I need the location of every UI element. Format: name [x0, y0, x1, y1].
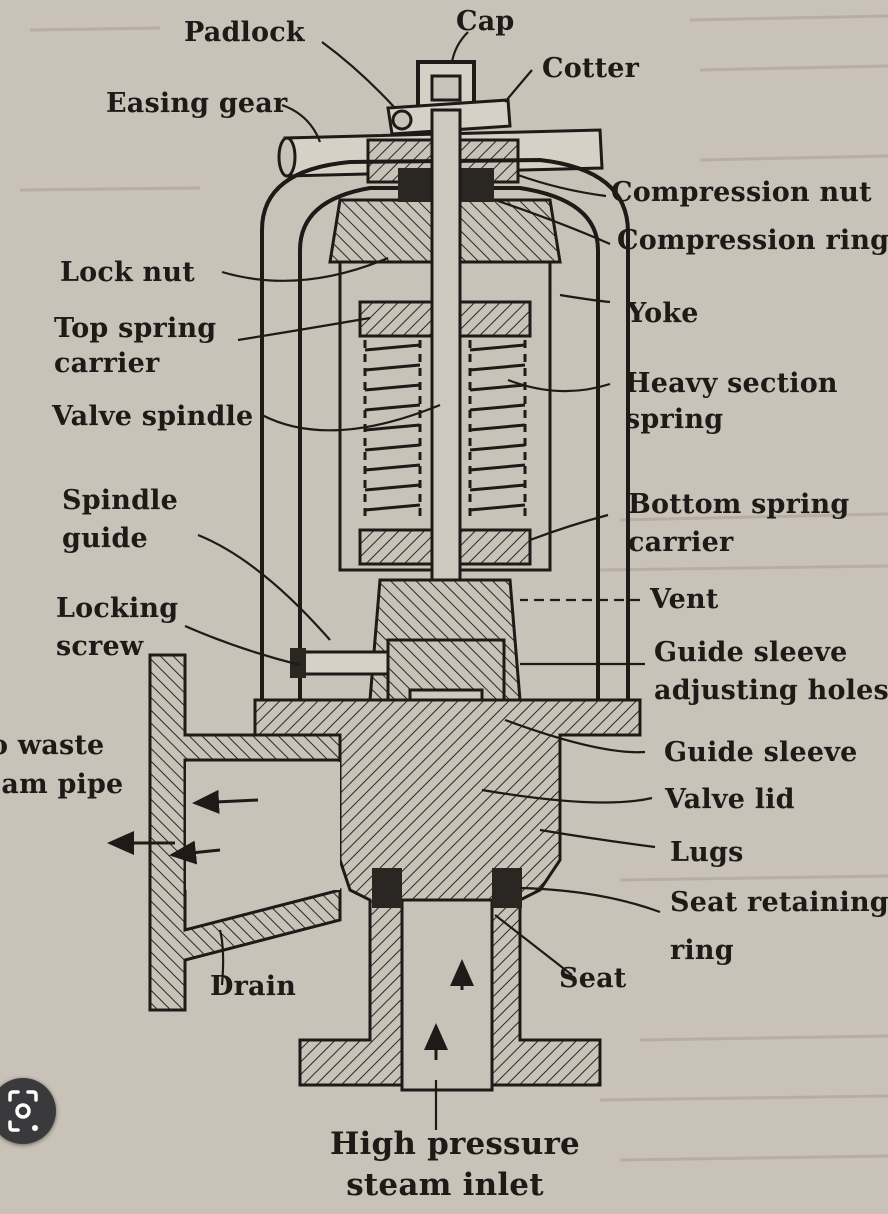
flow-arrows — [107, 789, 474, 1060]
label-compression-rings: Compression rings — [617, 225, 888, 256]
locking-screw — [290, 650, 390, 676]
label-guide-sleeve: Guide sleeve — [664, 737, 858, 768]
label-waste-pipe-2: eam pipe — [0, 769, 124, 800]
cap-slot — [430, 74, 462, 102]
lens-icon — [8, 1090, 38, 1132]
label-waste-pipe-1: o waste — [0, 730, 105, 761]
label-inlet-1: High pressure — [330, 1126, 580, 1162]
background-text-texture — [19, 14, 888, 1162]
label-yoke: Yoke — [627, 298, 699, 329]
label-padlock: Padlock — [184, 17, 305, 48]
label-locking-screw-1: Locking — [56, 593, 179, 624]
padlock-ring — [391, 109, 413, 131]
label-guide-sleeve-adjusting-2: adjusting holes — [654, 675, 888, 706]
label-vent: Vent — [650, 584, 719, 615]
heavy-section-spring — [363, 340, 527, 520]
label-top-spring-carrier-1: Top spring — [54, 313, 217, 344]
label-drain: Drain — [210, 971, 297, 1002]
inlet-bore — [400, 898, 494, 1092]
leader-lines — [184, 31, 661, 1130]
seat-retaining-ring-left — [372, 868, 402, 908]
lens-button[interactable] — [0, 1078, 56, 1144]
label-seat-retaining-1: Seat retaining — [670, 887, 888, 918]
label-inlet-2: steam inlet — [346, 1167, 544, 1203]
seat-retaining-ring-right — [492, 868, 522, 908]
label-bottom-spring-carrier-1: Bottom spring — [628, 489, 850, 520]
label-lock-nut: Lock nut — [60, 257, 195, 288]
outlet-branch — [148, 653, 342, 1012]
label-locking-screw-2: screw — [56, 631, 144, 662]
label-spindle-guide-1: Spindle — [62, 485, 178, 516]
label-compression-nut: Compression nut — [611, 177, 872, 208]
easing-gear-end — [277, 136, 297, 178]
label-top-spring-carrier-2: carrier — [54, 348, 160, 379]
label-heavy-section-spring-1: Heavy section — [625, 368, 838, 399]
label-seat: Seat — [559, 963, 627, 994]
valve-spindle — [430, 108, 462, 672]
label-valve-spindle: Valve spindle — [52, 401, 254, 432]
label-spindle-guide-2: guide — [62, 523, 148, 554]
label-heavy-section-spring-2: spring — [625, 404, 724, 435]
label-lugs: Lugs — [670, 837, 744, 868]
label-seat-retaining-2: ring — [670, 935, 734, 966]
label-valve-lid: Valve lid — [665, 784, 795, 815]
label-easing-gear: Easing gear — [106, 88, 288, 119]
label-bottom-spring-carrier-2: carrier — [628, 527, 734, 558]
label-cotter: Cotter — [542, 53, 640, 84]
outlet-passage — [186, 762, 340, 890]
label-guide-sleeve-adjusting-1: Guide sleeve — [654, 637, 848, 668]
locking-screw-head — [290, 648, 306, 678]
label-cap: Cap — [456, 6, 515, 37]
